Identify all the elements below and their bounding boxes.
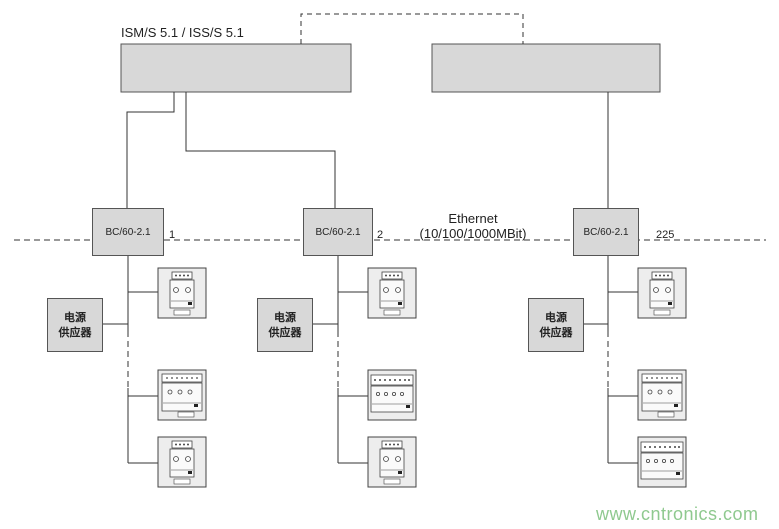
module-1a — [157, 267, 207, 319]
module-2c — [367, 436, 417, 488]
module-3a — [637, 267, 687, 319]
controller-3: BC/60-2.1 — [573, 208, 639, 256]
module-2a — [367, 267, 417, 319]
ethernet-name: Ethernet — [448, 211, 498, 226]
module-2b — [367, 369, 417, 421]
power-supply-1: 电源 供应器 — [47, 298, 103, 352]
power-supply-1-line2: 供应器 — [58, 326, 92, 339]
controller-2: BC/60-2.1 — [303, 208, 373, 256]
power-supply-2-line1: 电源 — [274, 311, 296, 324]
ethernet-speed: (10/100/1000MBit) — [419, 226, 527, 241]
system-label: ISM/S 5.1 / ISS/S 5.1 — [121, 25, 244, 40]
link-server-bc1 — [126, 92, 175, 208]
power-supply-2: 电源 供应器 — [257, 298, 313, 352]
server-box-secondary — [431, 43, 661, 93]
power-supply-3-line1: 电源 — [545, 311, 567, 324]
module-1c — [157, 436, 207, 488]
power-supply-3-line2: 供应器 — [539, 326, 573, 339]
server-box-primary — [120, 43, 352, 93]
power-supply-2-line2: 供应器 — [268, 326, 302, 339]
controller-1: BC/60-2.1 — [92, 208, 164, 256]
module-3b — [637, 369, 687, 421]
controller-1-number: 1 — [169, 229, 176, 241]
power-supply-1-line1: 电源 — [64, 311, 86, 324]
module-3c — [637, 436, 687, 488]
ethernet-label: Ethernet (10/100/1000MBit) — [408, 211, 538, 241]
module-1b — [157, 369, 207, 421]
power-supply-3: 电源 供应器 — [528, 298, 584, 352]
redundancy-link — [300, 13, 524, 44]
controller-2-number: 2 — [377, 229, 384, 241]
link-server-bc2 — [185, 92, 336, 208]
watermark: www.cntronics.com — [596, 504, 759, 524]
controller-3-number: 225 — [656, 229, 675, 241]
